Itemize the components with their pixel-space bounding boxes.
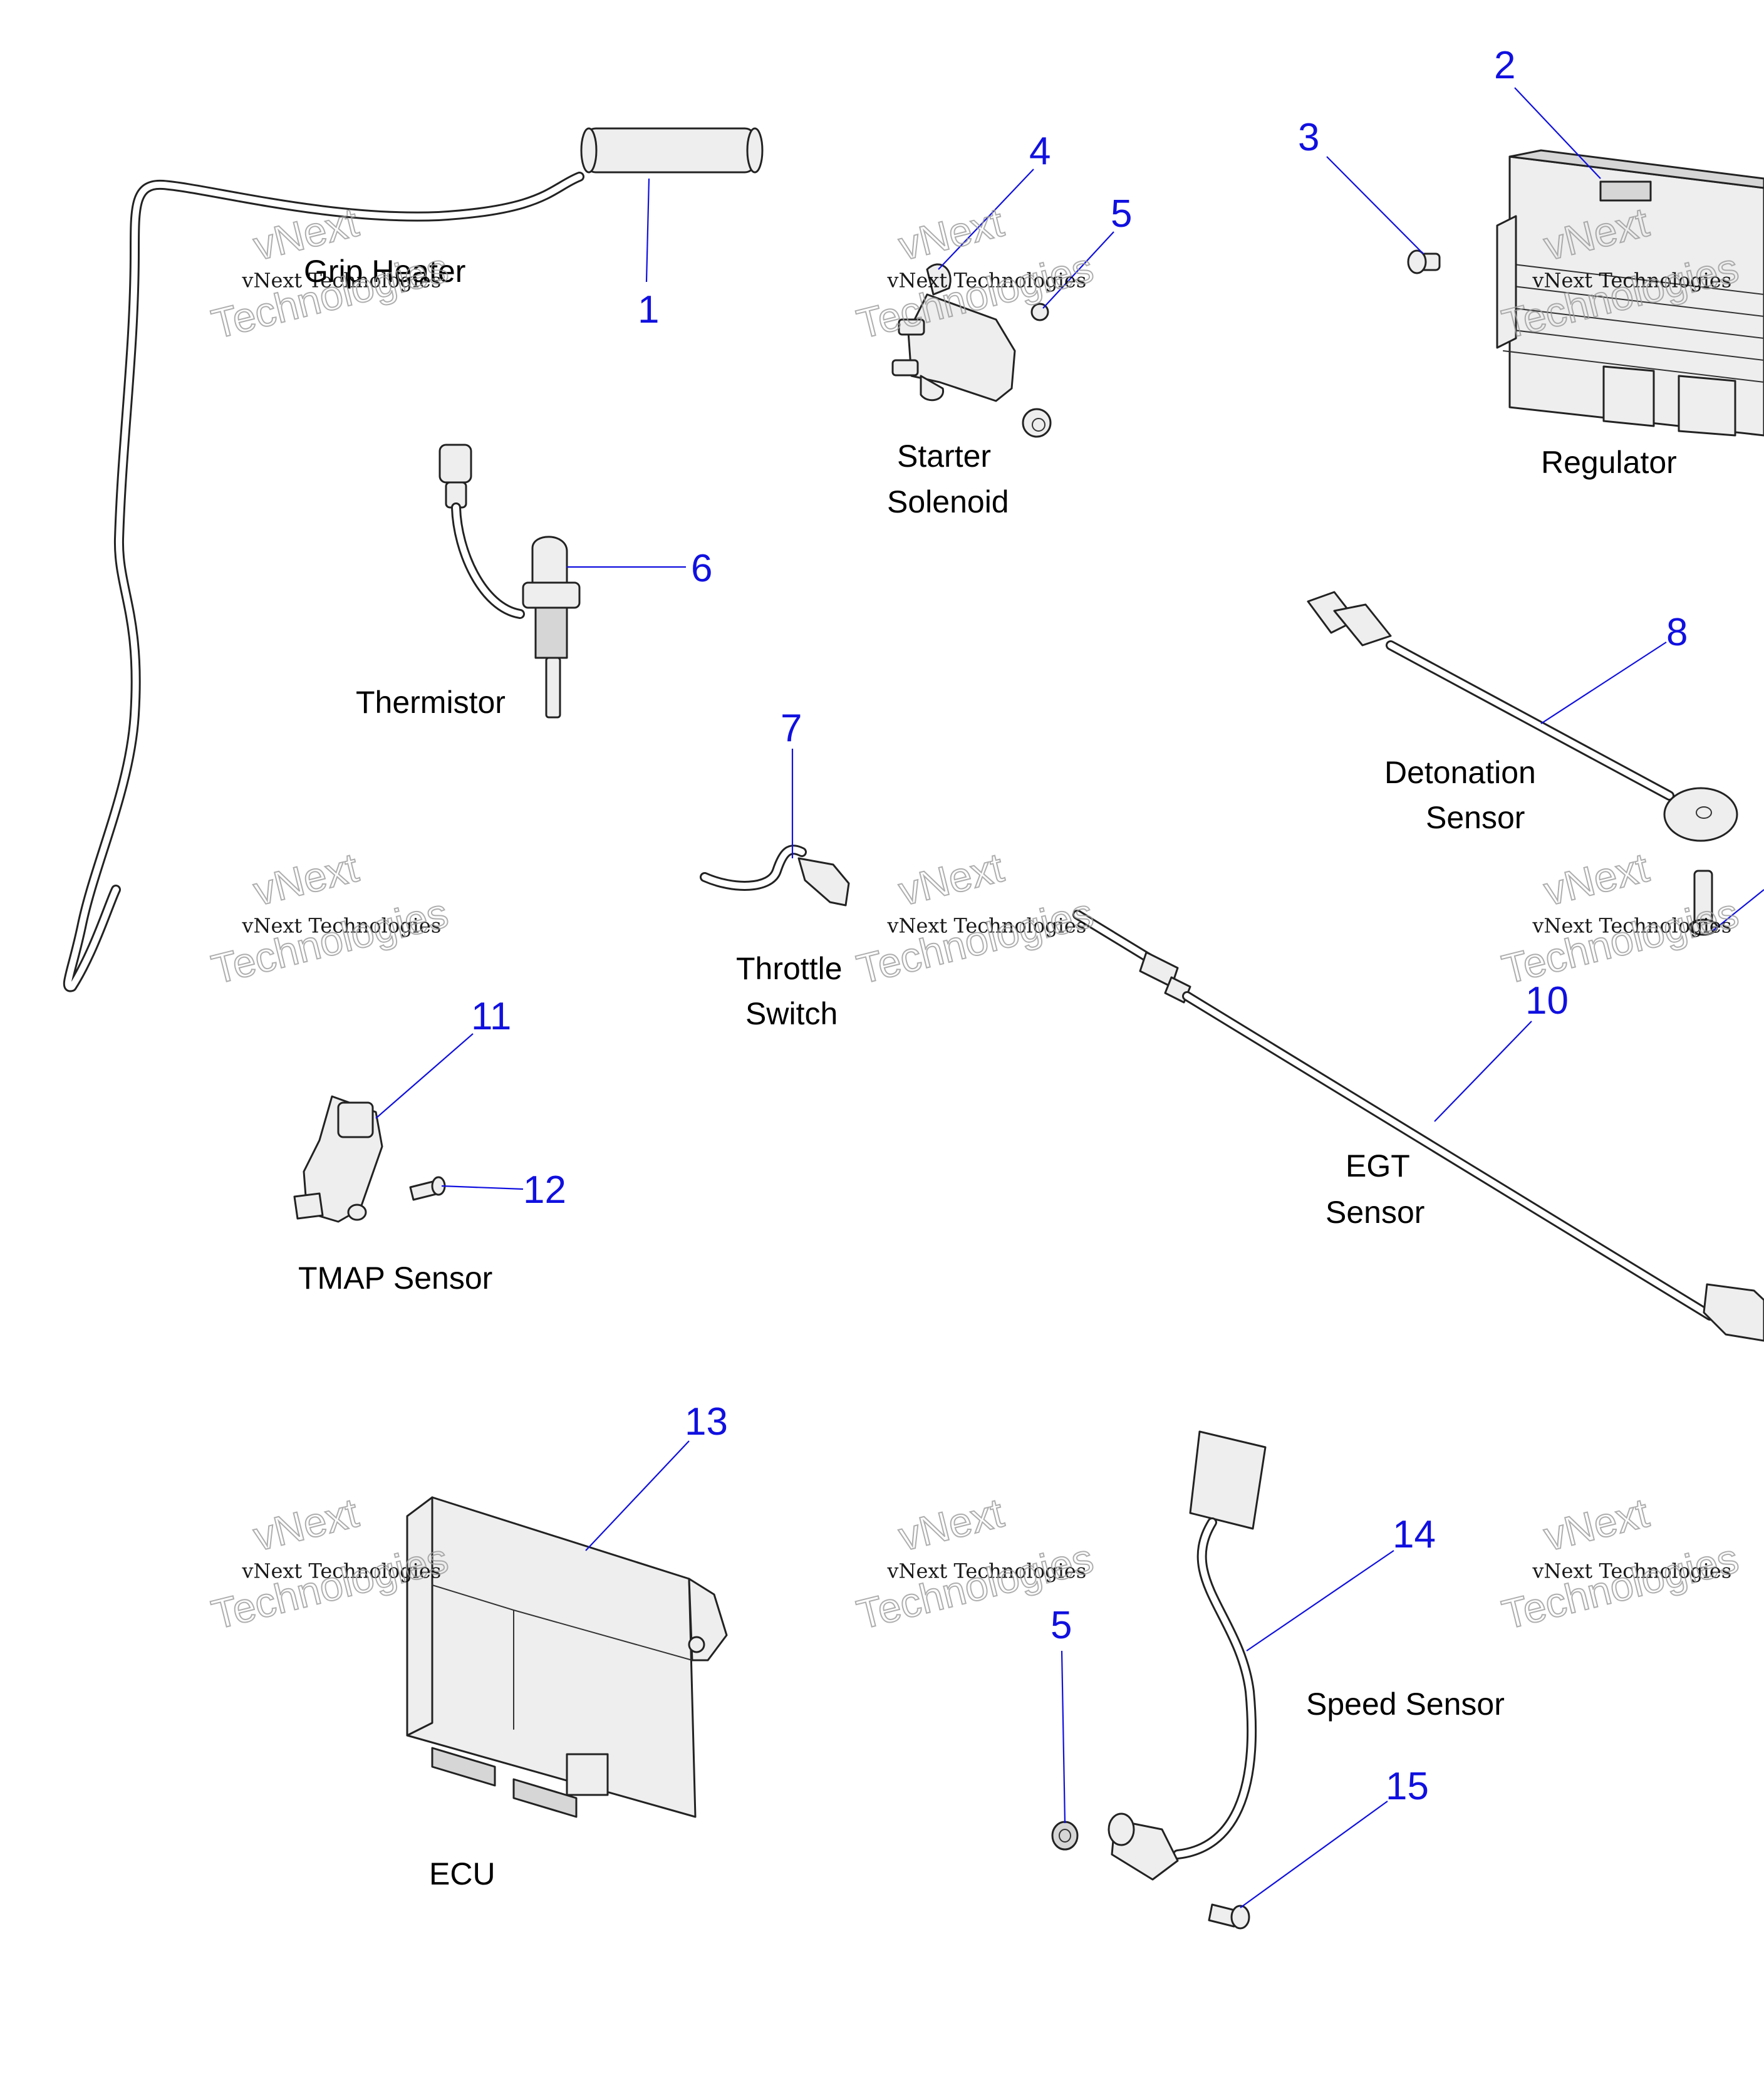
callout-numbers: 1 2 3 4 5 6 7 8 10 11 12 13 14 5 15 xyxy=(471,44,1688,1808)
watermark-text-4a: vNext xyxy=(249,844,363,915)
thermistor-part xyxy=(438,444,581,719)
grip-heater-part xyxy=(63,127,764,992)
watermark-4: vNext vNext Technologies Technologies xyxy=(207,843,454,993)
callout-2: 2 xyxy=(1494,44,1515,87)
watermark-9: vNext vNext Technologies Technologies xyxy=(1497,1489,1744,1638)
starter-solenoid-part xyxy=(891,263,1052,438)
callout-5b: 5 xyxy=(1051,1604,1072,1647)
watermark-text-1b: vNext Technologies xyxy=(241,268,441,292)
label-egt-1: EGT xyxy=(1346,1148,1410,1183)
watermark-text-5a: vNext xyxy=(894,844,1008,915)
label-speed: Speed Sensor xyxy=(1306,1687,1505,1722)
callout-8: 8 xyxy=(1666,611,1688,654)
tmap-sensor-part xyxy=(293,1095,446,1223)
callout-14: 14 xyxy=(1393,1513,1436,1556)
label-grip-heater: Grip Heater xyxy=(304,254,465,289)
callout-10: 10 xyxy=(1525,979,1569,1022)
leader-lines xyxy=(375,87,1764,1908)
regulator-part xyxy=(1496,149,1764,437)
callout-6: 6 xyxy=(691,547,712,590)
label-ecu: ECU xyxy=(429,1856,495,1891)
label-throttle-2: Switch xyxy=(745,996,838,1031)
callout-11: 11 xyxy=(471,995,511,1038)
ecu-part xyxy=(406,1496,728,1818)
callout-15: 15 xyxy=(1386,1765,1429,1808)
label-detonation-2: Sensor xyxy=(1426,800,1525,835)
watermark-6: vNext vNext Technologies Technologies xyxy=(1497,843,1744,993)
label-tmap: TMAP Sensor xyxy=(298,1261,492,1296)
label-detonation-1: Detonation xyxy=(1384,755,1536,790)
callout-12: 12 xyxy=(523,1168,566,1212)
label-thermistor: Thermistor xyxy=(356,685,506,720)
watermark-text-8a: vNext xyxy=(894,1489,1008,1560)
part-labels: Grip Heater Starter Solenoid Regulator T… xyxy=(298,254,1677,1891)
callout-5a: 5 xyxy=(1111,192,1132,236)
watermark-text-9c: Technologies xyxy=(1498,1534,1743,1638)
label-starter-2: Solenoid xyxy=(887,484,1009,519)
watermark-text-9b: vNext Technologies xyxy=(1532,1559,1731,1583)
screw-3-part xyxy=(1407,249,1441,274)
watermark-5: vNext vNext Technologies Technologies xyxy=(852,843,1099,993)
watermark-text-6b: vNext Technologies xyxy=(1532,913,1731,937)
label-egt-2: Sensor xyxy=(1326,1195,1424,1230)
throttle-switch-part xyxy=(700,845,850,907)
watermark-text-7b: vNext Technologies xyxy=(241,1559,441,1583)
watermark-text-4c: Technologies xyxy=(207,889,453,992)
watermark-text-3b: vNext Technologies xyxy=(1532,268,1731,292)
watermark-text-6c: Technologies xyxy=(1498,889,1743,992)
watermark-text-5b: vNext Technologies xyxy=(886,913,1086,937)
label-starter-1: Starter xyxy=(897,439,991,474)
watermark-text-7a: vNext xyxy=(249,1489,363,1560)
watermark-text-4b: vNext Technologies xyxy=(241,913,441,937)
watermark-text-2a: vNext xyxy=(894,199,1008,269)
watermark-text-8b: vNext Technologies xyxy=(886,1559,1086,1583)
callout-4: 4 xyxy=(1029,130,1051,173)
callout-3: 3 xyxy=(1298,116,1319,159)
speed-sensor-part xyxy=(1051,1430,1267,1930)
watermark-text-6a: vNext xyxy=(1539,844,1653,915)
watermark-text-5c: Technologies xyxy=(853,889,1098,992)
callout-1: 1 xyxy=(638,288,659,331)
label-throttle-1: Throttle xyxy=(736,951,843,986)
label-regulator: Regulator xyxy=(1541,445,1677,480)
watermark-text-9a: vNext xyxy=(1539,1489,1653,1560)
egt-sensor-part xyxy=(1072,910,1764,1342)
watermark-text-2b: vNext Technologies xyxy=(886,268,1086,292)
callout-13: 13 xyxy=(685,1400,728,1443)
detonation-sensor-part xyxy=(1307,591,1738,936)
callout-7: 7 xyxy=(781,707,802,750)
